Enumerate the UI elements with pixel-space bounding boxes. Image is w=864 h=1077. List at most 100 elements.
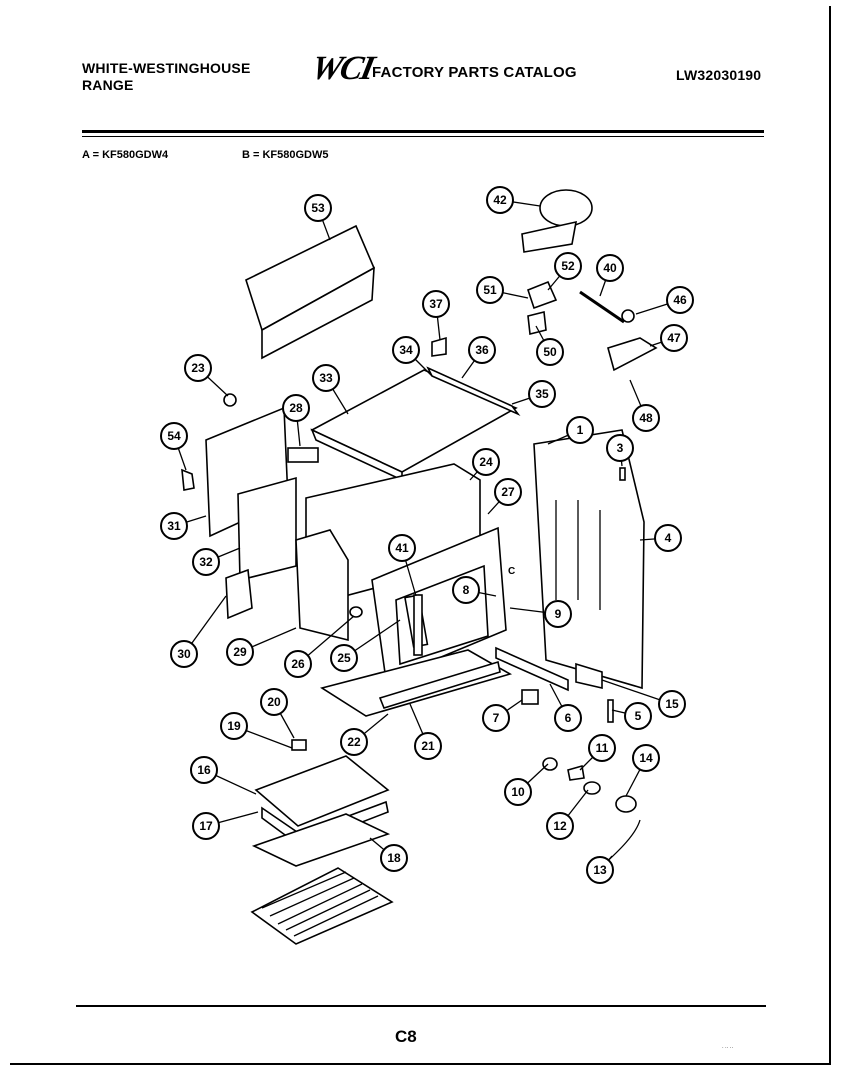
bracket-hardware-part: [181, 468, 195, 491]
side-bracket-part: [225, 568, 253, 620]
callout-16: 16: [190, 756, 257, 795]
callout-19: 19: [220, 712, 293, 749]
callout-number-19: 19: [227, 719, 241, 733]
callout-number-25: 25: [337, 651, 351, 665]
callout-circle-12: [546, 812, 574, 840]
callout-circle-42: [486, 186, 514, 214]
callout-number-41: 41: [395, 541, 409, 555]
model-a-label: A = KF580GDW4: [82, 149, 169, 161]
callout-circle-28: [282, 394, 310, 422]
terminal-block-part: [521, 689, 539, 705]
callout-37: 37: [422, 290, 450, 341]
callout-41: 41: [388, 534, 417, 597]
callout-number-3: 3: [617, 441, 624, 455]
callout-4: 4: [639, 524, 682, 552]
callout-circle-54: [160, 422, 188, 450]
callout-number-36: 36: [475, 343, 489, 357]
footer-rule: [76, 1005, 766, 1007]
callout-circle-5: [624, 702, 652, 730]
callout-number-48: 48: [639, 411, 653, 425]
callout-circle-33: [312, 364, 340, 392]
vent-part: [287, 447, 319, 463]
part-drawings: [181, 189, 658, 945]
callout-54: 54: [160, 422, 188, 471]
callout-circle-18: [380, 844, 408, 872]
callout-40: 40: [596, 254, 624, 297]
model-b-label: B = KF580GDW5: [242, 149, 329, 161]
callout-number-37: 37: [429, 297, 443, 311]
callout-number-4: 4: [665, 531, 672, 545]
callout-number-52: 52: [561, 259, 575, 273]
lock-part: [527, 311, 547, 335]
callout-circle-4: [654, 524, 682, 552]
callout-number-20: 20: [267, 695, 281, 709]
callout-number-13: 13: [593, 863, 607, 877]
callout-number-30: 30: [177, 647, 191, 661]
callout-circle-26: [284, 650, 312, 678]
variant-letter-c: C: [508, 566, 515, 577]
callout-circle-14: [632, 744, 660, 772]
callout-number-40: 40: [603, 261, 617, 275]
callout-32: 32: [192, 547, 241, 576]
callout-circle-17: [192, 812, 220, 840]
callout-22: 22: [340, 713, 389, 756]
motor-bracket-part: [521, 220, 578, 253]
callout-26: 26: [284, 615, 355, 678]
callout-circle-10: [504, 778, 532, 806]
callout-circle-53: [304, 194, 332, 222]
callout-circle-47: [660, 324, 688, 352]
page-border-bottom: [10, 1063, 831, 1065]
igniter-part: [413, 594, 423, 656]
callout-circle-52: [554, 252, 582, 280]
callout-circle-48: [632, 404, 660, 432]
callout-number-23: 23: [191, 361, 205, 375]
callout-circle-6: [554, 704, 582, 732]
callout-25: 25: [330, 619, 401, 672]
callout-28: 28: [282, 394, 310, 447]
callout-circle-46: [666, 286, 694, 314]
callout-circle-35: [528, 380, 556, 408]
callout-circle-8: [452, 576, 480, 604]
callout-number-12: 12: [553, 819, 567, 833]
callout-5: 5: [611, 702, 652, 730]
callout-14: 14: [625, 744, 660, 797]
leveler-part: [575, 662, 603, 690]
callout-35: 35: [511, 380, 556, 408]
callout-circle-31: [160, 512, 188, 540]
callout-number-34: 34: [399, 343, 413, 357]
callout-circle-15: [658, 690, 686, 718]
page-border-right: [829, 6, 831, 1064]
callout-42: 42: [486, 186, 541, 214]
callout-group: 1345678910111213141516171819202122232425…: [160, 186, 694, 884]
socket-part: [615, 795, 637, 813]
callout-circle-21: [414, 732, 442, 760]
page-number: C8: [395, 1027, 417, 1046]
callout-number-1: 1: [577, 423, 584, 437]
callout-11: 11: [579, 734, 616, 771]
callout-number-50: 50: [543, 345, 557, 359]
callout-9: 9: [509, 600, 572, 628]
callout-circle-1: [566, 416, 594, 444]
callout-number-27: 27: [501, 485, 515, 499]
callout-circle-9: [544, 600, 572, 628]
callout-number-8: 8: [463, 583, 470, 597]
callout-circle-36: [468, 336, 496, 364]
callout-1: 1: [547, 416, 594, 445]
callout-10: 10: [504, 763, 549, 806]
callout-29: 29: [226, 627, 297, 666]
knob-part: [621, 309, 635, 323]
callout-number-5: 5: [635, 709, 642, 723]
callout-number-46: 46: [673, 293, 687, 307]
bolt-part: [607, 699, 614, 723]
callout-6: 6: [549, 683, 582, 732]
callout-circle-11: [588, 734, 616, 762]
insulation-part: [237, 476, 297, 582]
callout-7: 7: [482, 699, 523, 732]
callout-number-31: 31: [167, 519, 181, 533]
callout-number-9: 9: [555, 607, 562, 621]
callout-circle-34: [392, 336, 420, 364]
kick-rail-part: [378, 660, 501, 709]
oven-rack-upper-part: [251, 813, 391, 867]
burner-cap-part: [349, 606, 363, 618]
